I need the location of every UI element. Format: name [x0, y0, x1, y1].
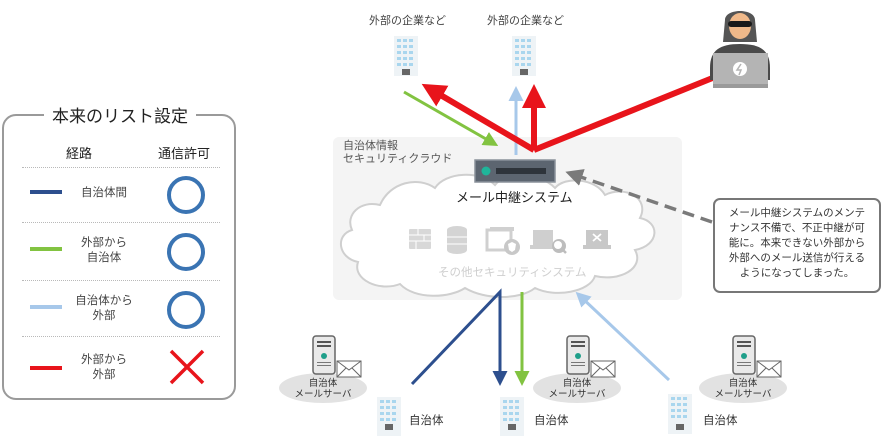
legend-label-inter-municipal: 自治体間 [64, 185, 144, 200]
mail-server-label-1: 自治体 メールサーバ [288, 378, 358, 400]
server-label-line-2: メールサーバ [294, 389, 352, 400]
legend-line-external-to-external [30, 366, 62, 370]
legend-col-route: 経路 [66, 147, 93, 162]
callout-line: 能に。本来できない外部から [728, 237, 866, 249]
server-label-line-1: 自治体 [308, 378, 338, 389]
legend-divider [22, 336, 220, 337]
database-icon [447, 226, 467, 254]
server-label-line-2: メールサーバ [714, 389, 772, 400]
callout-line: メール中継システムのメンテ [728, 207, 866, 219]
server-label-line-2: メールサーバ [548, 389, 606, 400]
mail-server-label-3: 自治体 メールサーバ [708, 378, 778, 400]
server-label-line-1: 自治体 [562, 378, 592, 389]
company-label-2: 外部の企業など [487, 14, 564, 27]
company-building-icon-1 [394, 36, 418, 76]
route-external-to-municipal-in [403, 90, 499, 146]
route-municipal-to-external-up [575, 291, 671, 382]
legend-divider [22, 222, 220, 223]
legend-label-municipal-to-external: 自治体から 外部 [64, 293, 144, 323]
callout-line: ナンス不備で、不正中継が可 [729, 222, 865, 234]
mail-server-icon-2 [533, 335, 621, 403]
mail-relay-label: メール中継システム [456, 191, 573, 206]
firewall-icon [409, 229, 431, 249]
municipality-label-2: 自治体 [534, 413, 569, 427]
legend-label-line: 外部 [92, 308, 116, 322]
mail-server-icon-1 [279, 335, 367, 403]
legend-col-permit: 通信許可 [158, 147, 211, 162]
municipal-building-icon-1 [377, 397, 401, 436]
callout-line: 外部へのメール送信が行える [728, 252, 866, 264]
callout-pointer [565, 169, 713, 224]
mail-server-label-2: 自治体 メールサーバ [542, 378, 612, 400]
cloud-shape [340, 173, 656, 298]
legend-label-external-to-municipal: 外部から 自治体 [64, 235, 144, 265]
route-inter-municipal [410, 288, 508, 386]
legend-title: 本来のリスト設定 [44, 102, 196, 127]
company-building-icon-2 [512, 36, 536, 76]
legend-line-municipal-to-external [30, 305, 62, 309]
zone-label-line-1: 自治体情報 [343, 139, 398, 152]
municipality-label-3: 自治体 [703, 413, 738, 427]
security-cloud-label: 自治体情報 セキュリティクラウド [343, 139, 452, 165]
permit-circle-icon [167, 176, 205, 214]
callout-box: メール中継システムのメンテ ナンス不備で、不正中継が可 能に。本来できない外部か… [713, 198, 881, 293]
municipality-label-1: 自治体 [409, 413, 444, 427]
mail-relay-server-icon [474, 159, 556, 183]
legend-divider [22, 280, 220, 281]
company-label-1: 外部の企業など [369, 14, 446, 27]
route-external-to-external-out-1 [421, 83, 536, 153]
legend-label-line: 自治体 [86, 250, 122, 264]
legend-line-inter-municipal [30, 190, 62, 194]
browser-shield-icon [485, 227, 520, 255]
route-external-to-external-attacker [532, 74, 717, 153]
legend-line-external-to-municipal [30, 247, 62, 251]
municipal-building-icon-3 [668, 394, 692, 434]
legend-label-line: 外部から [81, 235, 127, 249]
zone-label-line-2: セキュリティクラウド [343, 152, 453, 165]
legend-label-external-to-external: 外部から 外部 [64, 352, 144, 382]
permit-circle-icon [167, 291, 205, 329]
hacker-icon [710, 11, 770, 88]
legend-label-line: 外部 [92, 367, 116, 381]
legend-divider [22, 167, 220, 168]
deny-cross-icon [169, 349, 205, 385]
server-label-line-1: 自治体 [728, 378, 758, 389]
other-security-systems-label: その他セキュリティシステム [438, 265, 587, 279]
municipal-building-icon-2 [500, 397, 524, 436]
laptop-search-icon [530, 230, 567, 254]
laptop-x-icon [583, 230, 611, 249]
permit-circle-icon [167, 233, 205, 271]
legend-label-line: 自治体間 [81, 185, 127, 199]
legend-label-line: 外部から [81, 352, 127, 366]
legend-label-line: 自治体から [75, 293, 133, 307]
callout-line: ようになってしまった。 [739, 267, 855, 279]
mail-server-icon-3 [699, 335, 787, 403]
